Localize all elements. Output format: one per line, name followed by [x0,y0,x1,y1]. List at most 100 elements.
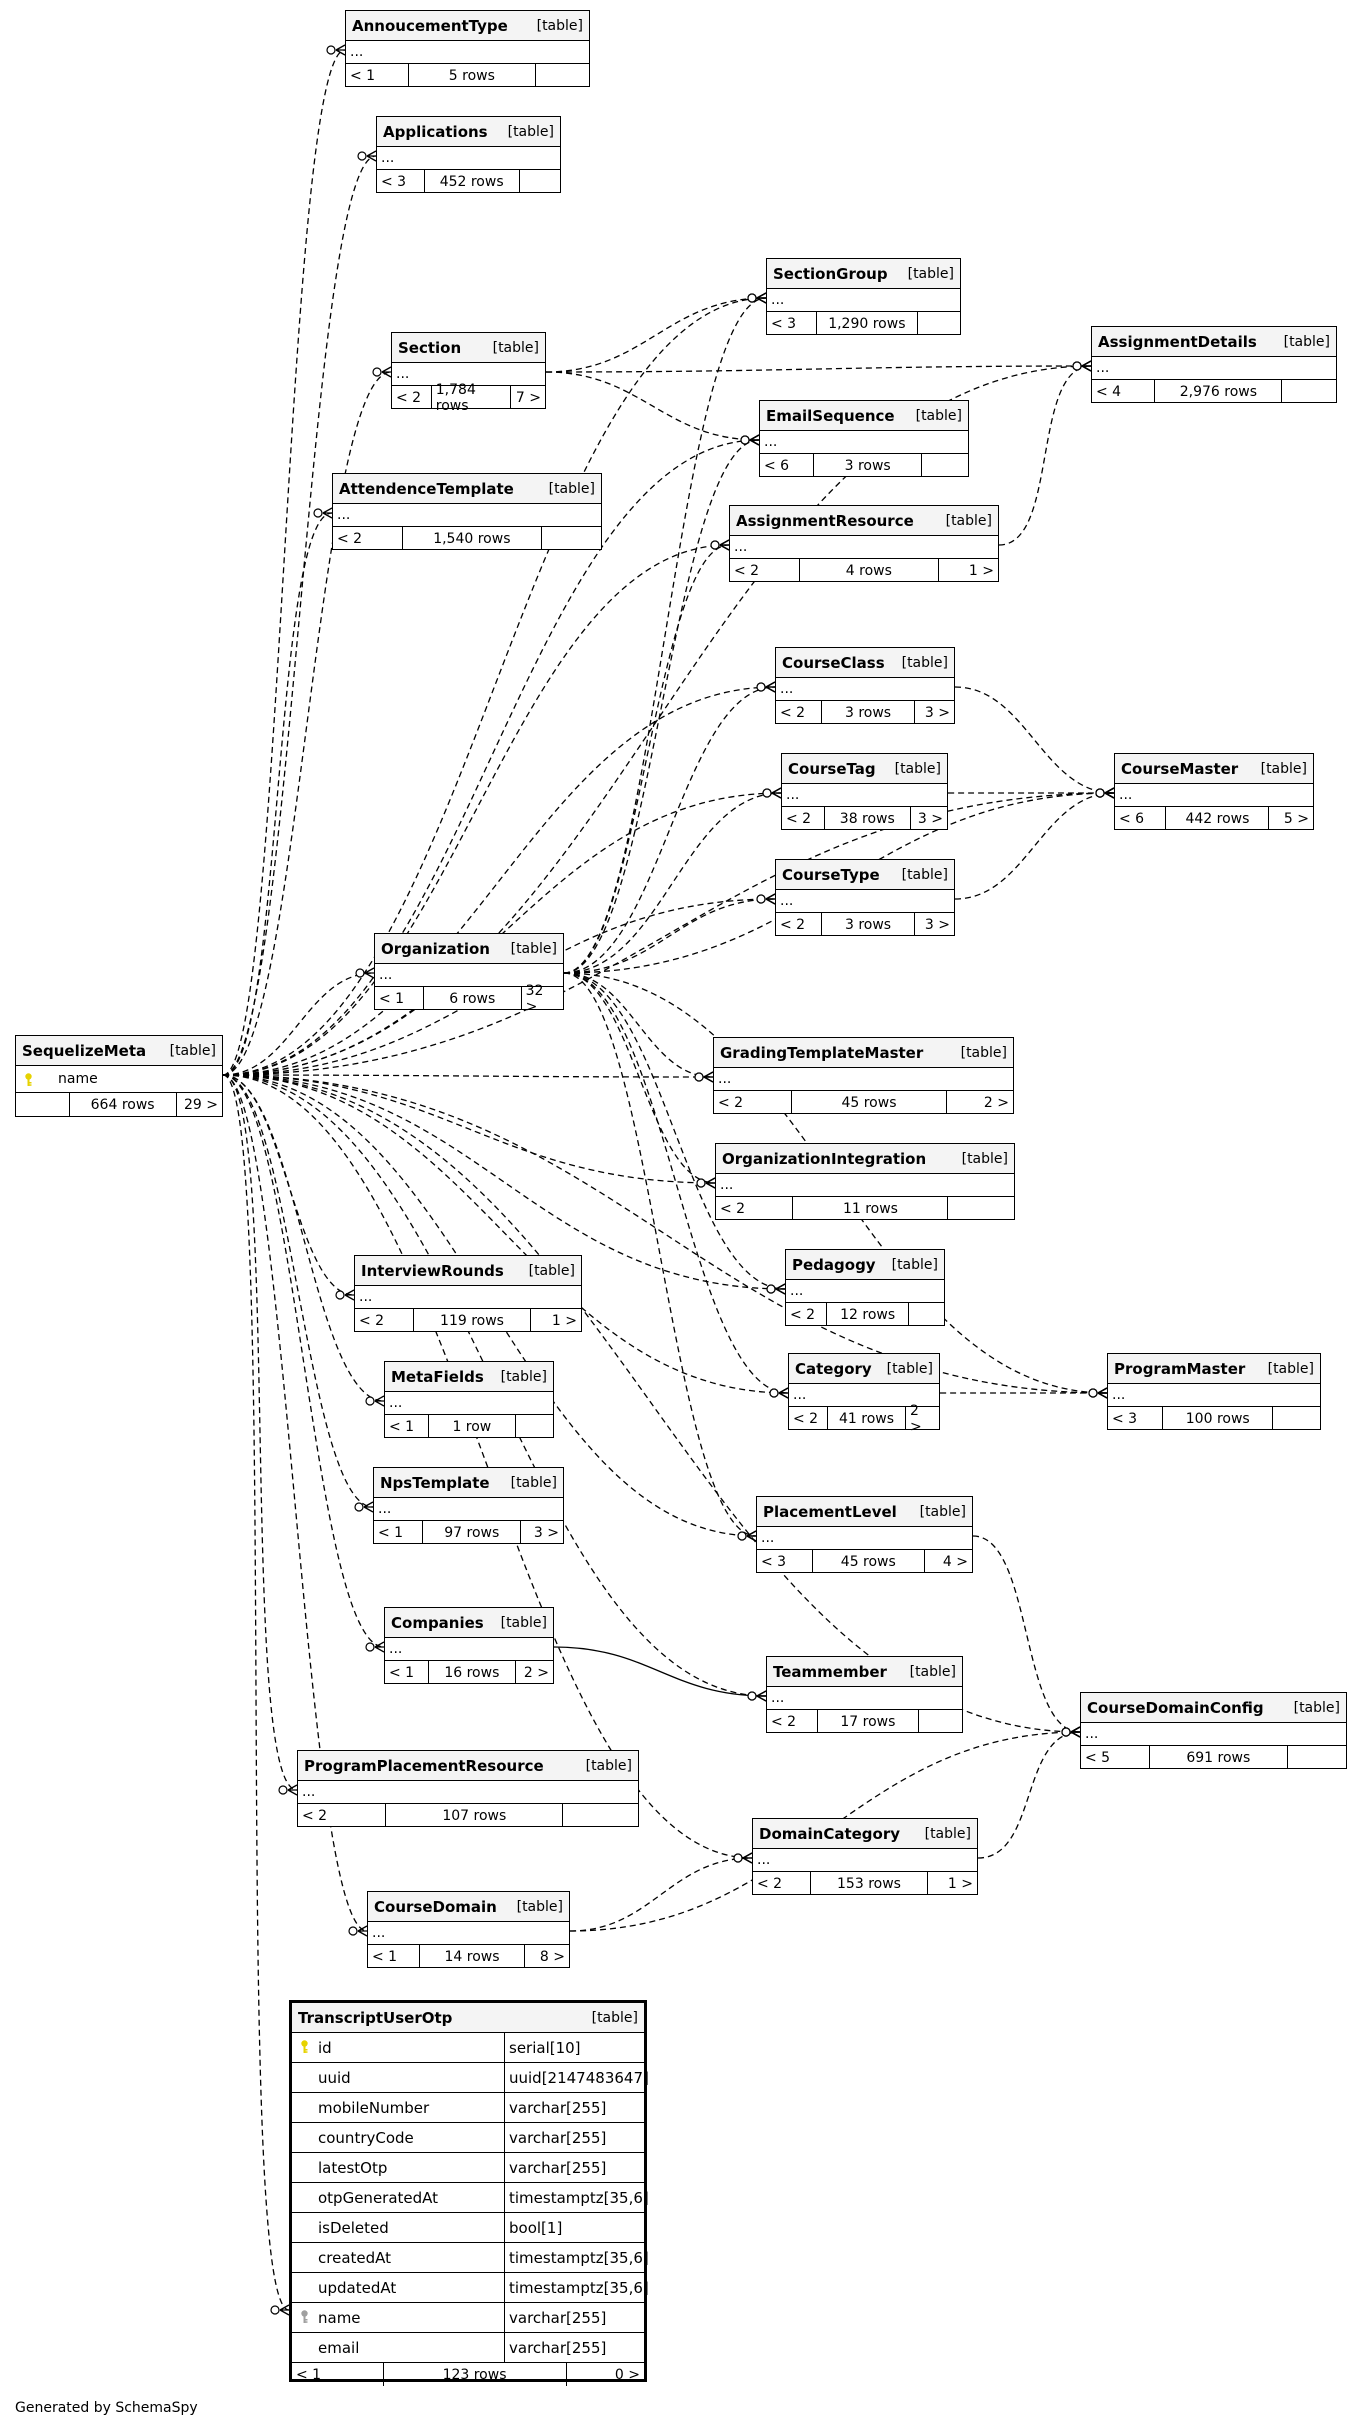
parents-count [16,1093,70,1116]
children-count: 29 > [184,1096,218,1113]
crows-foot-marker [756,292,767,304]
relationship-line [563,972,716,1184]
parents-count: < 1 [375,987,424,1010]
table-columns-text: ... [734,539,748,555]
table-header: MetaFields[table] [385,1362,553,1392]
table-columns: ... [757,1527,972,1550]
table-columns: ... [333,504,601,527]
table-type-label: [table] [891,1256,938,1273]
table-name: SequelizeMeta [22,1041,147,1060]
table-columns-text: ... [1119,787,1133,803]
zero-cardinality-marker [747,1691,757,1701]
column-name: email [292,2333,505,2362]
zero-cardinality-marker [747,293,757,303]
children-count: 7 > [515,389,541,406]
table-columns-text: ... [337,507,351,523]
table-type-label: [table] [169,1042,216,1059]
zero-cardinality-marker [696,1178,706,1188]
table-header: AnnoucementType[table] [346,11,589,41]
relationship-line [222,1074,290,2311]
table-name: CourseType [782,865,880,884]
zero-cardinality-marker [1095,788,1105,798]
children-count [922,454,968,477]
column-name-text: mobileNumber [318,2098,430,2117]
relationship-line [563,686,776,974]
relationship-line [563,972,757,1537]
crows-foot-marker [335,44,346,56]
table-type-label: [table] [1293,1699,1340,1716]
relationship-line [222,297,767,1076]
column-type: serial[10] [509,2038,581,2057]
children-count [918,312,960,335]
table-type-label: [table] [945,512,992,529]
table-columns: ... [355,1286,581,1309]
table-columns: ... [375,964,563,987]
table-type-label: [table] [924,1825,971,1842]
table-header: CourseTag[table] [782,754,947,784]
relationship-line [563,972,714,1078]
table-type-label: [table] [894,760,941,777]
relationship-line [563,898,776,974]
row-count: 153 rows [811,1872,928,1895]
table-type-label: [table] [901,866,948,883]
parents-count: < 1 [368,1945,421,1968]
table-header: PlacementLevel[table] [757,1497,972,1527]
column-name: isDeleted [292,2213,505,2242]
row-count: 1,290 rows [817,312,918,335]
children-count [520,170,560,193]
table-name: CourseDomain [374,1897,497,1916]
column-name: name [292,2303,505,2332]
zero-cardinality-marker [365,1642,375,1652]
children-count: 3 > [917,810,943,827]
table-name: ProgramPlacementResource [304,1756,544,1775]
parents-count: < 2 [776,913,823,936]
column-name-text: uuid [318,2068,351,2087]
column-name-text: isDeleted [318,2218,389,2237]
table-name: DomainCategory [759,1824,901,1843]
table-header: GradingTemplateMaster[table] [714,1038,1013,1068]
children-count: 3 > [533,1524,559,1541]
zero-cardinality-marker [694,1072,704,1082]
row-count: 107 rows [386,1804,564,1827]
table-header: AssignmentDetails[table] [1092,327,1336,357]
column-name: latestOtp [292,2153,505,2182]
zero-cardinality-marker [769,1388,779,1398]
table-columns: ... [377,147,560,170]
table-columns: ... [374,1498,563,1521]
crows-foot-marker [374,1641,385,1653]
